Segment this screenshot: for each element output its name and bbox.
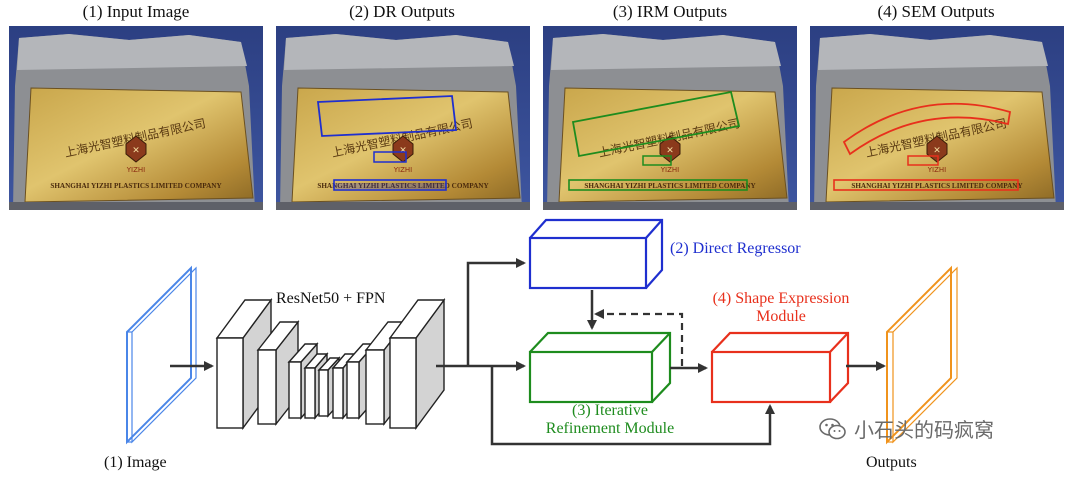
photo-sem: 上海光智塑料制品有限公司 ✕ YIZHI SHANGHAI YIZHI PLAS… xyxy=(810,26,1064,210)
backbone-label: ResNet50 + FPN xyxy=(276,290,386,307)
dr-box xyxy=(528,218,664,290)
backbone-block xyxy=(365,349,385,425)
output-plane xyxy=(886,265,958,445)
sem-box xyxy=(710,331,850,404)
detection-overlay xyxy=(568,90,748,191)
backbone-blocks xyxy=(215,297,446,431)
irm-box xyxy=(528,331,672,404)
panel-title-sem: (4) SEM Outputs xyxy=(877,2,995,21)
dr-label: (2) Direct Regressor xyxy=(670,240,801,257)
panel-title-dr: (2) DR Outputs xyxy=(349,2,455,21)
svg-text:✕: ✕ xyxy=(399,146,407,156)
svg-text:SHANGHAI YIZHI PLASTICS LIMITE: SHANGHAI YIZHI PLASTICS LIMITED COMPANY xyxy=(584,182,756,190)
arrow-to-dr xyxy=(466,258,526,366)
svg-text:YIZHI: YIZHI xyxy=(927,166,946,174)
sem-label: (4) Shape Expression Module xyxy=(688,290,874,326)
photo-input: 上海光智塑料制品有限公司 ✕ YIZHI SHANGHAI YIZHI PLAS… xyxy=(9,26,263,210)
irm-label-line2: Refinement Module xyxy=(545,420,675,437)
sem-label-line1: (4) Shape Expression xyxy=(712,290,850,307)
photo-dr: 上海光智塑料制品有限公司 ✕ YIZHI SHANGHAI YIZHI PLAS… xyxy=(276,26,530,210)
backbone-block xyxy=(346,361,360,419)
backbone-block xyxy=(288,361,302,419)
svg-text:YIZHI: YIZHI xyxy=(126,166,145,174)
image-label: (1) Image xyxy=(104,454,167,471)
backbone-block xyxy=(216,337,244,429)
dashed-feedback-arrow xyxy=(594,309,684,366)
panel-title-irm: (3) IRM Outputs xyxy=(612,2,728,21)
svg-text:SHANGHAI YIZHI PLASTICS LIMITE: SHANGHAI YIZHI PLASTICS LIMITED COMPANY xyxy=(851,182,1023,190)
detection-overlay xyxy=(833,102,1019,191)
backbone-block xyxy=(389,337,417,429)
detection-overlay xyxy=(316,95,458,191)
sem-label-line2: Module xyxy=(756,308,806,325)
photo-irm: 上海光智塑料制品有限公司 ✕ YIZHI SHANGHAI YIZHI PLAS… xyxy=(543,26,797,210)
backbone-block xyxy=(318,369,329,417)
panel-title-input: (1) Input Image xyxy=(82,2,190,21)
svg-text:✕: ✕ xyxy=(933,146,941,156)
svg-text:SHANGHAI YIZHI PLASTICS LIMITE: SHANGHAI YIZHI PLASTICS LIMITED COMPANY xyxy=(50,182,222,190)
svg-text:✕: ✕ xyxy=(666,146,674,156)
svg-text:YIZHI: YIZHI xyxy=(660,166,679,174)
backbone-block xyxy=(332,367,344,419)
wechat-icon xyxy=(819,417,846,439)
irm-label: (3) Iterative Refinement Module xyxy=(530,402,690,438)
backbone-block xyxy=(304,367,316,419)
arrow-to-sem-bottom xyxy=(490,366,775,446)
svg-text:✕: ✕ xyxy=(132,146,140,156)
irm-label-line1: (3) Iterative xyxy=(572,402,648,419)
svg-text:SHANGHAI YIZHI PLASTICS LIMITE: SHANGHAI YIZHI PLASTICS LIMITED COMPANY xyxy=(317,182,489,190)
outputs-label: Outputs xyxy=(866,454,917,471)
svg-text:YIZHI: YIZHI xyxy=(393,166,412,174)
backbone-block xyxy=(257,349,277,425)
input-image-plane xyxy=(126,265,197,445)
watermark: 小石头的码疯窝 xyxy=(818,414,994,443)
watermark-text: 小石头的码疯窝 xyxy=(854,418,994,442)
